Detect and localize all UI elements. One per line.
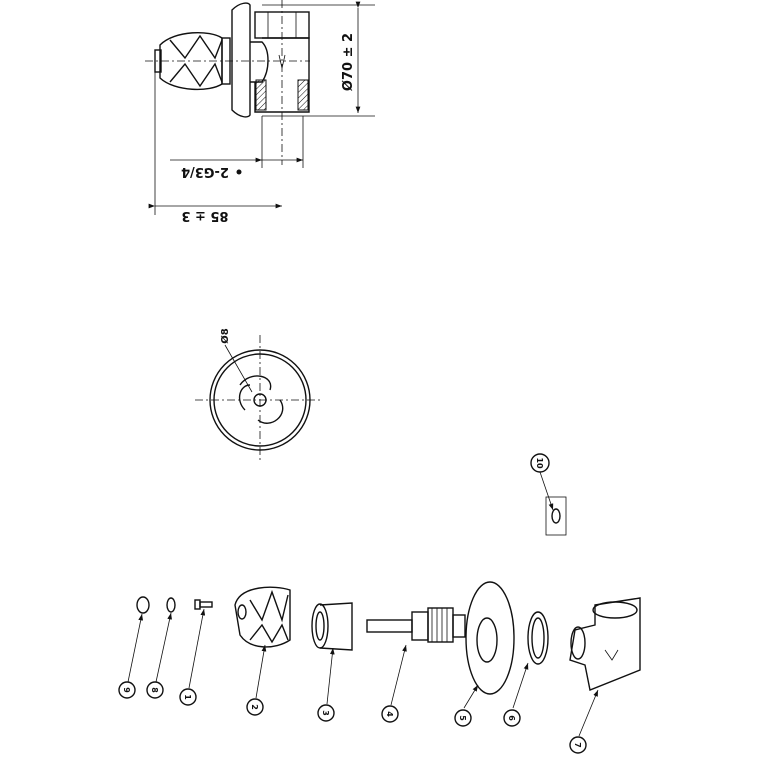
svg-text:3: 3 [321,710,330,716]
callout-10: 10 [530,453,550,473]
svg-text:5: 5 [458,715,467,721]
part-sleeve [311,602,353,651]
svg-text:7: 7 [573,742,582,748]
front-view: Ø8 [195,328,320,460]
part-o-ring [166,597,176,613]
callout-6: 6 [503,709,521,727]
part-10-detail [539,471,567,536]
callout-8: 8 [146,681,164,699]
part-handle [234,586,291,648]
part-nut [527,611,549,665]
handle [154,31,231,91]
svg-text:2: 2 [250,704,259,710]
part-flange [465,581,515,695]
svg-text:8: 8 [150,687,159,693]
svg-text:10: 10 [535,457,544,469]
valve-body [250,11,310,113]
exploded-view [127,581,641,737]
diameter-dimension: Ø70 ± 2 [341,33,356,91]
callout-2: 2 [246,698,264,716]
part-cartridge [366,607,466,643]
length-dimension: 85 ± 3 [181,208,228,223]
part-cap [136,596,150,614]
callout-5: 5 [454,709,472,727]
side-view: Ø70 ± 2 2-G3/4 85 ± 3 [145,0,375,223]
hole-dimension: Ø8 [219,328,231,344]
flange [231,2,251,118]
svg-text:9: 9 [122,687,131,693]
callout-3: 3 [317,704,335,722]
svg-text:6: 6 [507,715,516,721]
svg-text:1: 1 [183,694,192,700]
callout-4: 4 [381,705,399,723]
part-valve-body [569,597,641,691]
callout-9: 9 [118,681,136,699]
thread-dimension: 2-G3/4 [181,164,229,179]
callout-1: 1 [179,688,197,706]
part-screw [194,599,213,610]
callout-7: 7 [569,736,587,754]
svg-text:4: 4 [385,711,394,717]
leader-lines [127,608,599,737]
